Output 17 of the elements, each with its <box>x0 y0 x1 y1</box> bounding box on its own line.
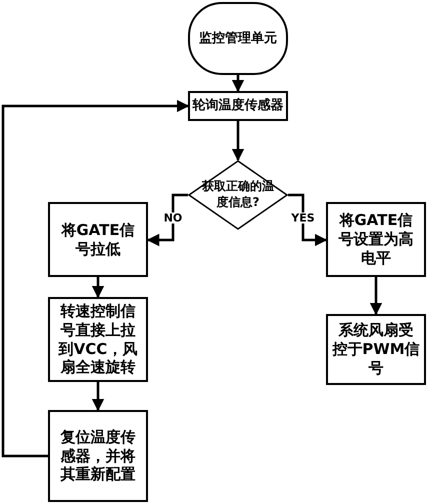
arrow <box>146 194 188 246</box>
arrow <box>232 75 244 92</box>
terminal-shape: 监控管理单元 <box>188 2 288 75</box>
process-box: 转速控制信号直接上拉到VCC，风扇全速旋转 <box>48 297 148 382</box>
edge-label: YES <box>290 212 316 224</box>
process-box: 复位温度传感器，并将其重新配置 <box>48 410 148 502</box>
arrow <box>370 277 382 316</box>
process-box: 将GATE信号设置为高电平 <box>326 202 426 277</box>
edge-label: NO <box>162 212 184 224</box>
process-box: 将GATE信号拉低 <box>48 202 148 277</box>
arrow <box>2 100 190 458</box>
arrow <box>232 121 244 162</box>
arrow <box>92 382 104 412</box>
arrow <box>92 277 104 298</box>
process-box: 轮询温度传感器 <box>188 91 288 121</box>
process-box: 系统风扇受控于PWM信号 <box>326 314 426 385</box>
arrow <box>288 194 328 246</box>
